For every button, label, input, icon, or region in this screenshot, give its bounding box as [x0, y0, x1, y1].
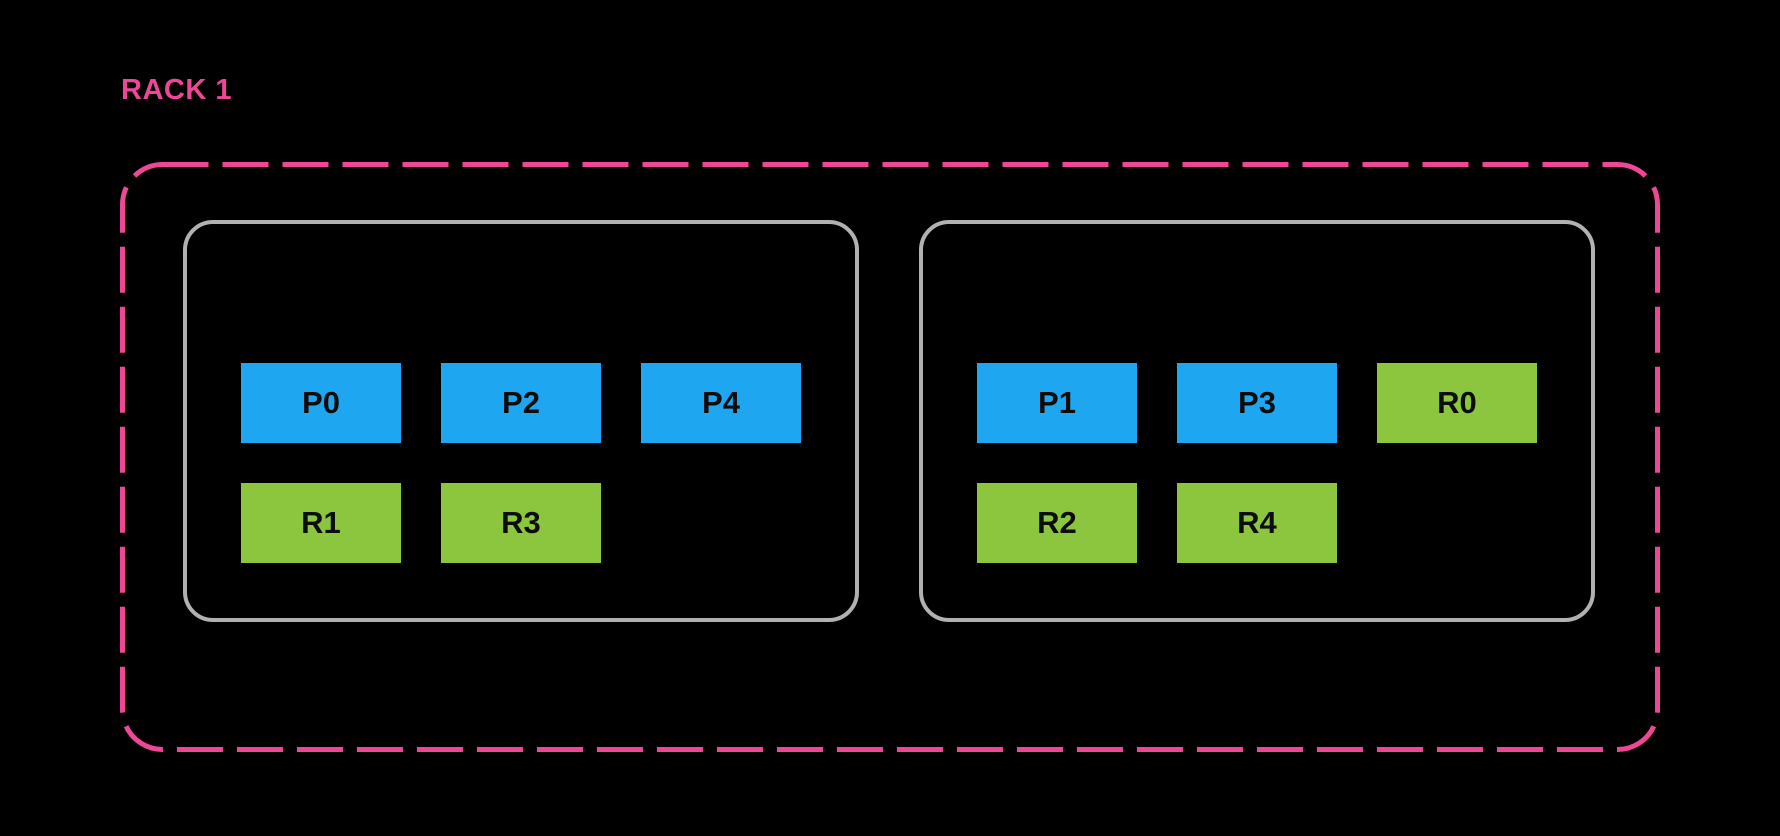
slot-r4: R4	[1177, 483, 1337, 563]
slot-p1: P1	[977, 363, 1137, 443]
node-1-replica-row: R1 R3	[241, 483, 855, 563]
slot-r1: R1	[241, 483, 401, 563]
node-1: P0 P2 P4 R1 R3	[183, 220, 859, 622]
slot-p3: P3	[1177, 363, 1337, 443]
slot-r2: R2	[977, 483, 1137, 563]
slot-p2: P2	[441, 363, 601, 443]
node-2: P1 P3 R0 R2 R4	[919, 220, 1595, 622]
node-2-replica-row: R2 R4	[977, 483, 1591, 563]
node-2-primary-row: P1 P3 R0	[977, 363, 1591, 443]
rack-title: RACK 1	[121, 74, 232, 106]
slot-p0: P0	[241, 363, 401, 443]
rack-dashed-border	[120, 162, 1660, 752]
slot-r0: R0	[1377, 363, 1537, 443]
node-1-primary-row: P0 P2 P4	[241, 363, 855, 443]
rack-border-rect	[120, 162, 1660, 752]
slot-p4: P4	[641, 363, 801, 443]
slot-r3: R3	[441, 483, 601, 563]
